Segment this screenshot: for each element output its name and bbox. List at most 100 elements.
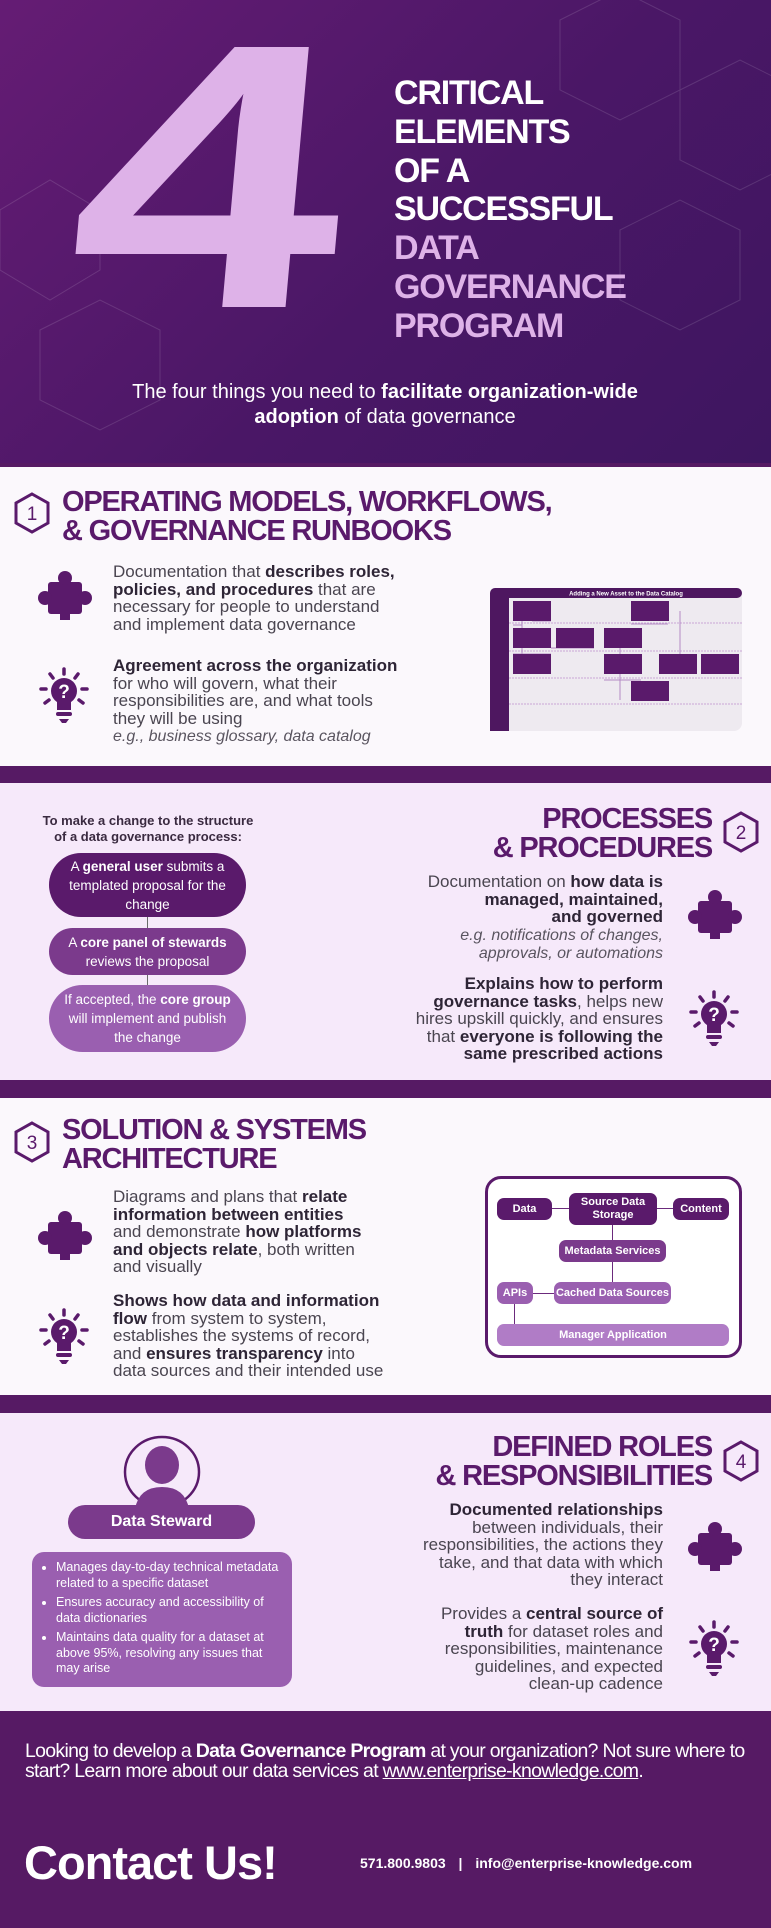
puzzle-piece-icon xyxy=(38,1210,92,1265)
arch-box-content: Content xyxy=(673,1198,729,1220)
workflow-step-box xyxy=(659,654,697,674)
workflow-step-box xyxy=(631,601,669,621)
text-line: Agreement across the organization xyxy=(113,657,397,675)
email-link[interactable]: info@enterprise-knowledge.com xyxy=(475,1855,693,1871)
section-title: & GOVERNANCE RUNBOOKS xyxy=(62,515,452,547)
text-line: responsibilities, maintenance xyxy=(441,1640,663,1658)
text-segment: that xyxy=(426,1026,460,1046)
text-segment: central source of xyxy=(526,1604,663,1623)
phone-number[interactable]: 571.800.9803 xyxy=(360,1855,446,1871)
text-segment: A xyxy=(68,934,81,950)
text-segment: guidelines, and expected xyxy=(474,1656,663,1676)
flow-caption: To make a change to the structure of a d… xyxy=(40,813,256,845)
text-segment: managed, maintained, xyxy=(484,889,663,909)
flow-step-3: If accepted, the core group will impleme… xyxy=(49,985,246,1052)
text-segment: Provides a xyxy=(440,1604,526,1623)
text-line: Explains how to perform xyxy=(416,975,663,993)
number-badge-2: 2 xyxy=(723,811,759,853)
puzzle-piece-icon xyxy=(688,1521,742,1576)
separator: | xyxy=(458,1855,463,1871)
text-segment: Shows how data and information xyxy=(113,1291,380,1310)
text-line: take, and that data with which xyxy=(423,1552,663,1572)
arch-box-source-data-storage: Source Data Storage xyxy=(569,1193,657,1225)
big-number-four: 4 xyxy=(56,0,364,388)
text-line: that everyone is following the xyxy=(416,1026,663,1046)
text-segment: ensures transparency xyxy=(146,1343,323,1363)
arch-box-manager-application: Manager Application xyxy=(497,1324,729,1346)
description-text: Documentation that describes roles,polic… xyxy=(113,563,395,633)
text-line: Documented relationships xyxy=(423,1501,663,1519)
text-segment: how platforms xyxy=(245,1222,362,1241)
role-bullet: Ensures accuracy and accessibility of da… xyxy=(56,1595,282,1626)
text-segment: Looking to develop a xyxy=(25,1740,196,1762)
role-bullet: Manages day-to-day technical metadata re… xyxy=(56,1560,282,1591)
text-segment: take, and that data with which xyxy=(439,1552,663,1572)
text-segment: truth xyxy=(464,1621,504,1641)
text-line: and ensures transparency into xyxy=(113,1343,383,1363)
svg-text:?: ? xyxy=(708,1635,720,1656)
text-line: The four things you need to facilitate o… xyxy=(40,380,730,405)
diagram-header xyxy=(490,588,742,598)
text-segment: Data Governance Program xyxy=(195,1740,427,1762)
text-line: between individuals, their xyxy=(423,1517,663,1537)
footer-call-to-action: Looking to develop a Data Governance Pro… xyxy=(25,1741,755,1781)
text-segment: Diagrams and plans that xyxy=(113,1187,302,1206)
number-badge-4: 4 xyxy=(723,1440,759,1482)
text-segment: for who will govern, what their xyxy=(113,673,337,693)
section-title: PROCESSES xyxy=(542,803,713,835)
section-title: SOLUTION & SYSTEMS xyxy=(62,1114,367,1146)
text-line: guidelines, and expected xyxy=(441,1656,663,1676)
text-segment: Agreement across the organization xyxy=(113,656,398,675)
section-title: ARCHITECTURE xyxy=(62,1143,278,1175)
text-line: flow from system to system, xyxy=(113,1309,383,1328)
text-segment: and visually xyxy=(113,1257,202,1276)
text-line: and objects relate, both written xyxy=(113,1239,361,1259)
text-segment: necessary for people to understand xyxy=(113,597,380,616)
svg-text:2: 2 xyxy=(736,823,747,844)
workflow-step-box xyxy=(556,628,594,648)
number-badge-1: 1 xyxy=(14,492,50,534)
text-line: responsibilities, the actions they xyxy=(423,1536,663,1554)
text-segment: between individuals, their xyxy=(472,1517,663,1537)
text-line: clean-up cadence xyxy=(441,1675,663,1693)
number-badge-3: 3 xyxy=(14,1121,50,1163)
text-segment: establishes the systems of record, xyxy=(113,1326,371,1345)
text-line: Shows how data and information xyxy=(113,1292,383,1310)
text-segment: reviews the proposal xyxy=(85,953,210,969)
text-segment: core group xyxy=(160,992,231,1007)
text-segment: and objects relate xyxy=(113,1239,258,1259)
text-segment: , both written xyxy=(257,1239,355,1259)
text-segment: how data is xyxy=(570,872,663,891)
text-segment: everyone is following the xyxy=(459,1026,663,1046)
title-line: PROGRAM xyxy=(394,306,564,345)
text-segment: that are xyxy=(313,579,376,599)
text-line: and demonstrate how platforms xyxy=(113,1223,361,1241)
workflow-step-box xyxy=(513,654,551,674)
text-segment: and xyxy=(113,1343,147,1363)
puzzle-piece-icon xyxy=(38,570,92,625)
example-text: e.g. notifications of changes, xyxy=(460,926,663,944)
text-line: managed, maintained, xyxy=(428,889,663,909)
flow-step-2: A core panel of stewards reviews the pro… xyxy=(49,928,246,975)
subtitle: The four things you need to facilitate o… xyxy=(40,380,730,430)
text-segment: relate xyxy=(302,1187,348,1206)
website-link[interactable]: www.enterprise-knowledge.com xyxy=(382,1760,639,1782)
svg-text:?: ? xyxy=(58,1323,70,1344)
svg-text:3: 3 xyxy=(27,1133,38,1154)
text-segment: Documentation on xyxy=(427,872,571,891)
text-segment: Explains how to perform xyxy=(464,974,663,993)
text-line: e.g. notifications of changes, xyxy=(428,926,663,945)
text-line: necessary for people to understand xyxy=(113,598,395,616)
text-segment: clean-up cadence xyxy=(528,1674,663,1693)
text-segment: hires upskill quickly, and ensures xyxy=(415,1009,663,1028)
arch-box-apis: APIs xyxy=(497,1282,533,1304)
text-line: Documentation that describes roles, xyxy=(113,563,395,581)
text-segment: for dataset roles and xyxy=(503,1621,663,1641)
text-segment: The four things you need to xyxy=(132,381,382,403)
text-line: information between entities xyxy=(113,1205,361,1224)
title-line: SUCCESSFUL xyxy=(394,190,614,229)
text-segment: responsibilities are, and what tools xyxy=(113,691,373,710)
text-segment: submits a templated proposal for the cha… xyxy=(69,858,226,912)
text-line: for who will govern, what their xyxy=(113,673,397,693)
